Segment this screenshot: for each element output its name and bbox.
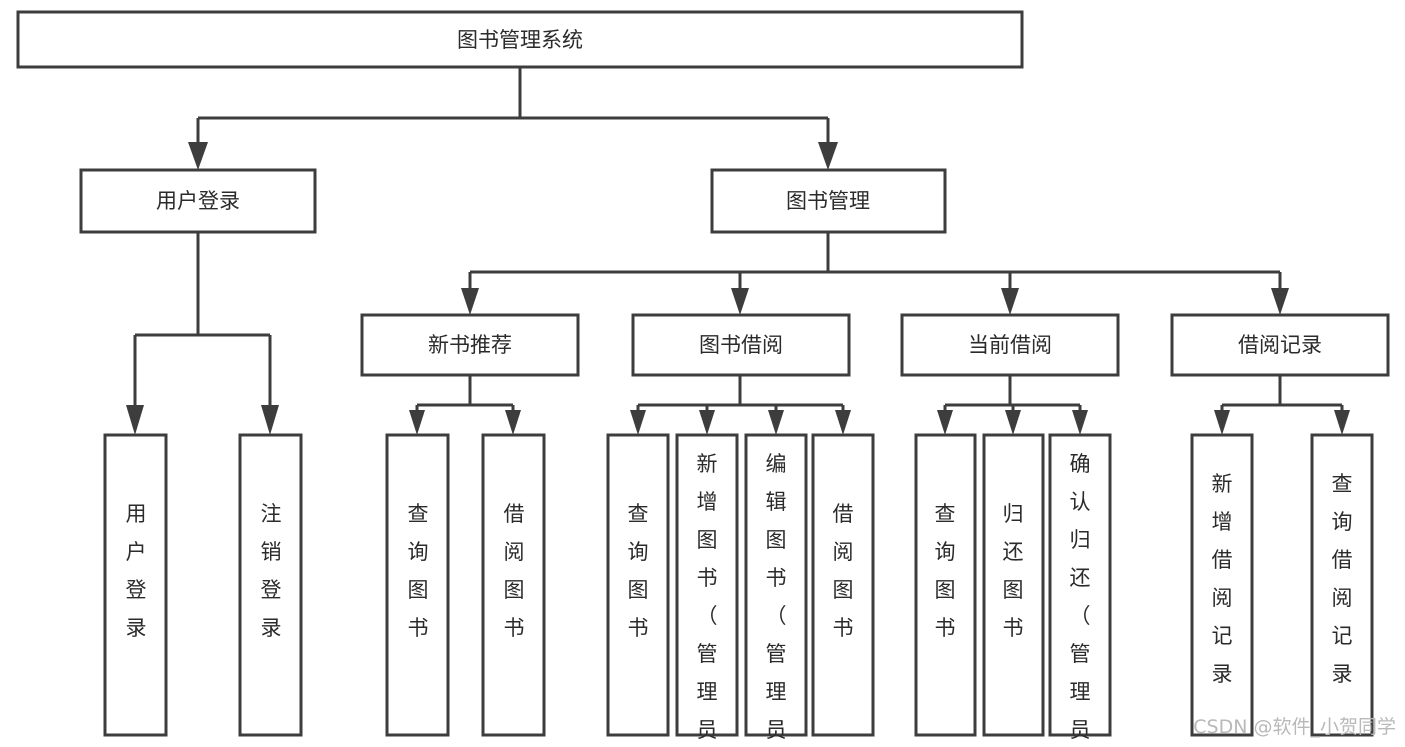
node-leaf-borrow-book-2-box[interactable] xyxy=(811,433,875,737)
node-current-borrow-box[interactable] xyxy=(900,313,1120,377)
edge-current-borrow-to-leaves xyxy=(937,375,1088,435)
node-root-box[interactable] xyxy=(16,10,1024,69)
node-leaf-logout[interactable]: 注销登录 xyxy=(238,433,303,737)
node-leaf-query-record[interactable]: 查询借阅记录 xyxy=(1310,433,1374,737)
node-current-borrow[interactable]: 当前借阅 xyxy=(900,313,1120,377)
node-leaf-query-book-1-label: 查询图书 xyxy=(408,502,429,640)
arrow-head-leaf-user-login xyxy=(126,405,144,435)
node-leaf-borrow-book-1-box[interactable] xyxy=(481,433,546,737)
arrow-head-book-borrow xyxy=(731,288,749,315)
arrow-head-book-manage xyxy=(818,142,838,170)
arrow-head-borrow-record xyxy=(1271,288,1289,315)
arrow-head-leaf-query-book-3 xyxy=(937,410,953,435)
node-leaf-logout-label: 注销登录 xyxy=(261,502,282,640)
node-leaf-logout-box[interactable] xyxy=(238,433,303,737)
edge-root-to-level2 xyxy=(188,67,838,170)
node-leaf-borrow-book-1-label: 借阅图书 xyxy=(504,502,525,640)
node-leaf-add-book-label: 新增图书（管理员） xyxy=(697,452,718,747)
edge-new-book-rec-to-leaves xyxy=(409,375,521,435)
node-leaf-query-book-3-box[interactable] xyxy=(914,433,977,737)
node-leaf-confirm-return[interactable]: 确认归还（管理员） xyxy=(1048,433,1112,747)
node-book-borrow-box[interactable] xyxy=(631,313,851,377)
node-leaf-query-book-2-label: 查询图书 xyxy=(628,502,649,640)
csdn-watermark: CSDN @软件_小贺同学 xyxy=(1193,716,1396,738)
node-book-manage-box[interactable] xyxy=(710,168,947,234)
node-current-borrow-label: 当前借阅 xyxy=(968,333,1052,357)
node-leaf-query-record-label: 查询借阅记录 xyxy=(1332,472,1353,686)
node-book-manage[interactable]: 图书管理 xyxy=(710,168,947,234)
node-user-login[interactable]: 用户登录 xyxy=(79,168,317,234)
edge-borrow-record-to-leaves xyxy=(1214,375,1350,435)
node-user-login-box[interactable] xyxy=(79,168,317,234)
node-leaf-query-book-2-box[interactable] xyxy=(606,433,670,737)
node-user-login-label: 用户登录 xyxy=(156,189,240,213)
arrow-head-leaf-borrow-book-1 xyxy=(505,410,521,435)
edge-user-login-to-leaves xyxy=(126,232,279,435)
node-leaf-borrow-book-2[interactable]: 借阅图书 xyxy=(811,433,875,737)
node-leaf-query-record-box[interactable] xyxy=(1310,433,1374,737)
node-leaf-return-book-box[interactable] xyxy=(982,433,1045,737)
arrow-head-user-login xyxy=(188,142,208,170)
node-leaf-query-book-1[interactable]: 查询图书 xyxy=(385,433,450,737)
node-borrow-record-label: 借阅记录 xyxy=(1238,333,1322,357)
arrow-head-new-book-rec xyxy=(461,288,479,315)
node-leaf-confirm-return-label: 确认归还（管理员） xyxy=(1070,452,1091,747)
arrow-head-leaf-query-book-1 xyxy=(409,410,425,435)
node-book-borrow[interactable]: 图书借阅 xyxy=(631,313,851,377)
node-leaf-user-login[interactable]: 用户登录 xyxy=(103,433,168,737)
node-new-book-rec[interactable]: 新书推荐 xyxy=(360,313,580,377)
arrow-head-leaf-borrow-book-2 xyxy=(835,410,851,435)
arrow-head-current-borrow xyxy=(1001,288,1019,315)
node-leaf-add-record-box[interactable] xyxy=(1190,433,1254,737)
arrow-head-leaf-query-record xyxy=(1334,410,1350,435)
arrow-head-leaf-logout xyxy=(261,405,279,435)
node-leaf-edit-book[interactable]: 编辑图书（管理员） xyxy=(744,433,808,747)
node-leaf-query-book-2[interactable]: 查询图书 xyxy=(606,433,670,737)
node-leaf-add-book-box[interactable] xyxy=(675,433,739,737)
node-leaf-edit-book-label: 编辑图书（管理员） xyxy=(766,452,787,747)
node-borrow-record[interactable]: 借阅记录 xyxy=(1170,313,1390,377)
node-leaf-user-login-box[interactable] xyxy=(103,433,168,737)
arrow-head-leaf-query-book-2 xyxy=(630,410,646,435)
edge-book-borrow-to-leaves xyxy=(630,375,851,435)
node-book-borrow-label: 图书借阅 xyxy=(699,333,783,357)
node-leaf-add-record-label: 新增借阅记录 xyxy=(1212,472,1233,686)
node-leaf-query-book-1-box[interactable] xyxy=(385,433,450,737)
node-leaf-add-book[interactable]: 新增图书（管理员） xyxy=(675,433,739,747)
node-leaf-return-book[interactable]: 归还图书 xyxy=(982,433,1045,737)
edge-book-manage-to-level3 xyxy=(461,232,1289,315)
node-new-book-rec-label: 新书推荐 xyxy=(428,333,512,357)
arrow-head-leaf-confirm-return xyxy=(1072,410,1088,435)
node-leaf-return-book-label: 归还图书 xyxy=(1003,502,1024,640)
node-book-manage-label: 图书管理 xyxy=(786,189,870,213)
node-leaf-add-record[interactable]: 新增借阅记录 xyxy=(1190,433,1254,737)
node-leaf-query-book-3[interactable]: 查询图书 xyxy=(914,433,977,737)
arrow-head-leaf-add-record xyxy=(1214,410,1230,435)
arrow-head-leaf-add-book xyxy=(699,410,715,435)
node-leaf-query-book-3-label: 查询图书 xyxy=(935,502,956,640)
arrow-head-leaf-return-book xyxy=(1005,410,1021,435)
node-leaf-borrow-book-2-label: 借阅图书 xyxy=(833,502,854,640)
node-leaf-edit-book-box[interactable] xyxy=(744,433,808,737)
arrow-head-leaf-edit-book xyxy=(768,410,784,435)
node-root[interactable]: 图书管理系统 xyxy=(16,10,1024,69)
node-leaf-borrow-book-1[interactable]: 借阅图书 xyxy=(481,433,546,737)
node-leaf-user-login-label: 用户登录 xyxy=(126,502,147,640)
node-leaf-confirm-return-box[interactable] xyxy=(1048,433,1112,737)
node-borrow-record-box[interactable] xyxy=(1170,313,1390,377)
node-root-label: 图书管理系统 xyxy=(457,28,583,52)
node-new-book-rec-box[interactable] xyxy=(360,313,580,377)
